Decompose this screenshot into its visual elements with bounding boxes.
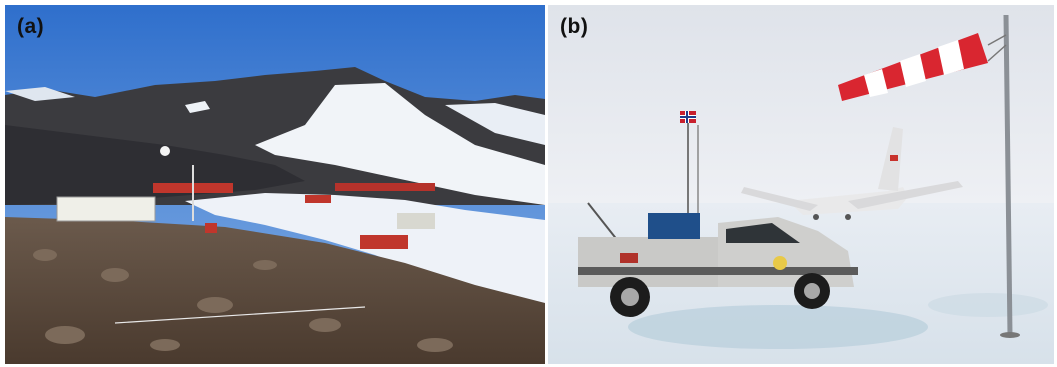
snow-patch-small bbox=[185, 101, 210, 113]
pickup-truck-icon bbox=[578, 213, 858, 317]
windsock-base bbox=[1000, 332, 1020, 338]
panel-label-a: (a) bbox=[17, 15, 45, 38]
cable-line bbox=[114, 306, 366, 324]
snow-slope bbox=[255, 83, 545, 205]
blue-cargo bbox=[648, 213, 700, 239]
norwegian-flag-icon bbox=[680, 111, 696, 123]
panel-b-photo: (b) bbox=[548, 5, 1054, 364]
grey-building bbox=[397, 213, 435, 229]
whip-antenna bbox=[587, 202, 619, 242]
windsock-icon bbox=[838, 33, 1007, 101]
white-hangar bbox=[56, 196, 156, 222]
rocks bbox=[33, 249, 453, 352]
airstrip-image bbox=[548, 5, 1054, 364]
snow-patch-ridge bbox=[445, 103, 545, 145]
aircraft-icon bbox=[741, 127, 963, 220]
radome bbox=[160, 146, 170, 156]
red-building-4 bbox=[305, 195, 331, 203]
panel-label-b: (b) bbox=[560, 15, 589, 38]
rocky-foreground bbox=[5, 217, 545, 364]
ice-patch-right bbox=[928, 293, 1048, 317]
door-emblem bbox=[773, 256, 787, 270]
station-landscape-image bbox=[5, 5, 545, 364]
snow-patch-left bbox=[5, 87, 75, 101]
blue-ice-patch bbox=[628, 305, 928, 349]
windsock-pole bbox=[1003, 14, 1013, 336]
red-building-3 bbox=[360, 235, 408, 249]
red-container bbox=[205, 223, 217, 233]
red-building-2 bbox=[335, 183, 435, 191]
panel-a-photo: (a) bbox=[5, 5, 545, 364]
